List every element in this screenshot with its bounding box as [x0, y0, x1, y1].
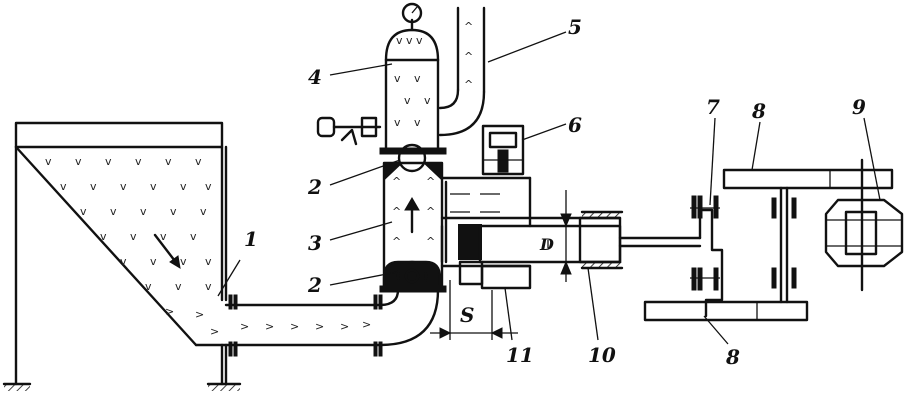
svg-text:v v v: v v v — [396, 34, 423, 47]
svg-text:^: ^ — [392, 175, 401, 188]
svg-text:^: ^ — [426, 235, 435, 248]
svg-text:v: v — [394, 116, 401, 129]
svg-text:v: v — [135, 155, 142, 168]
svg-text:>: > — [240, 320, 249, 333]
svg-text:>: > — [195, 308, 204, 321]
upper-ball-valve — [379, 143, 447, 173]
drain-cock — [316, 116, 382, 146]
pressure-gauge-icon — [401, 2, 423, 32]
discharge-pipe: ^ ^ ^ — [438, 6, 486, 137]
svg-text:v: v — [414, 72, 421, 85]
crosshead — [458, 260, 532, 290]
svg-text:v: v — [394, 72, 401, 85]
svg-text:>: > — [362, 318, 371, 331]
svg-text:v: v — [175, 280, 182, 293]
crank-shaft — [690, 195, 724, 318]
top-belt-pulley — [722, 168, 894, 190]
label-motor: 9 — [852, 95, 866, 119]
svg-text:v: v — [130, 230, 137, 243]
label-bottom-pulley: 8 — [725, 345, 740, 369]
label-crosshead: 11 — [506, 343, 534, 367]
hopper-rim — [14, 121, 224, 149]
svg-text:^: ^ — [426, 205, 435, 218]
svg-text:v: v — [45, 155, 52, 168]
bottom-belt-pulley — [643, 300, 809, 322]
bore-dimension: D — [539, 190, 572, 282]
svg-text:v: v — [190, 230, 197, 243]
label-pump-chamber: 3 — [308, 231, 322, 255]
svg-text:v: v — [195, 155, 202, 168]
svg-text:>: > — [165, 305, 174, 318]
svg-text:v: v — [200, 205, 207, 218]
svg-text:v: v — [205, 180, 212, 193]
label-stroke: S — [460, 303, 474, 327]
svg-text:v: v — [120, 255, 127, 268]
svg-text:v: v — [80, 205, 87, 218]
svg-text:v: v — [404, 94, 411, 107]
svg-text:v: v — [105, 155, 112, 168]
svg-text:>: > — [210, 325, 219, 338]
ground-hatch-icon — [2, 382, 242, 391]
svg-text:^: ^ — [464, 20, 473, 33]
svg-text:v: v — [150, 180, 157, 193]
svg-text:v: v — [180, 180, 187, 193]
svg-text:^: ^ — [426, 175, 435, 188]
stroke-dimension — [430, 280, 518, 340]
label-oil-cup: 6 — [568, 113, 582, 137]
electric-motor-icon — [824, 158, 904, 292]
label-hopper: 1 — [244, 227, 258, 251]
svg-text:^: ^ — [464, 78, 473, 91]
svg-text:^: ^ — [392, 235, 401, 248]
intermediate-shaft — [771, 186, 797, 304]
label-lower-valve: 2 — [307, 273, 322, 297]
svg-text:v: v — [205, 280, 212, 293]
cylinder — [440, 176, 624, 270]
svg-text:v: v — [75, 155, 82, 168]
svg-text:v: v — [120, 180, 127, 193]
svg-text:v: v — [90, 180, 97, 193]
label-discharge-pipe: 5 — [568, 15, 582, 39]
svg-text:v: v — [110, 205, 117, 218]
svg-text:v: v — [150, 255, 157, 268]
label-top-pulley: 8 — [751, 99, 766, 123]
svg-text:^: ^ — [464, 50, 473, 63]
svg-text:>: > — [290, 320, 299, 333]
svg-text:v: v — [100, 230, 107, 243]
svg-text:v: v — [180, 255, 187, 268]
label-upper-valve: 2 — [307, 175, 322, 199]
svg-text:v: v — [145, 280, 152, 293]
leader-lines — [217, 31, 881, 345]
svg-text:v: v — [165, 155, 172, 168]
svg-text:>: > — [340, 320, 349, 333]
svg-text:^: ^ — [392, 205, 401, 218]
pipe-flanges — [228, 294, 383, 357]
svg-text:v: v — [414, 116, 421, 129]
svg-text:v: v — [60, 180, 67, 193]
oil-cup — [481, 124, 525, 176]
svg-text:v: v — [140, 205, 147, 218]
svg-text:v: v — [160, 230, 167, 243]
piston-rod — [618, 236, 702, 248]
label-cylinder: 10 — [588, 343, 616, 367]
svg-text:v: v — [205, 255, 212, 268]
svg-text:v: v — [170, 205, 177, 218]
label-crank: 7 — [706, 95, 720, 119]
lower-ball-valve — [379, 260, 447, 293]
svg-text:>: > — [265, 320, 274, 333]
svg-text:>: > — [315, 320, 324, 333]
label-air-cap: 4 — [308, 65, 322, 89]
callout-labels: 1 2 3 2 4 5 6 7 8 9 8 10 11 S — [244, 15, 866, 369]
svg-text:v: v — [424, 94, 431, 107]
bore-label: D — [539, 235, 554, 254]
